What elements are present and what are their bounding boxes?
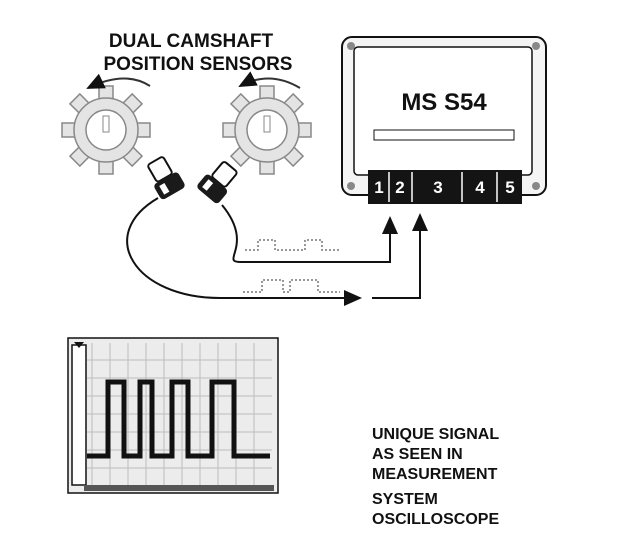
oscilloscope-display	[67, 337, 279, 494]
caption-line-5: OSCILLOSCOPE	[372, 511, 499, 528]
pin-2-label: 2	[395, 178, 404, 197]
module-name: MS S54	[401, 89, 487, 116]
upper-signal-trace	[245, 239, 340, 251]
caption-line-3: MEASUREMENT	[372, 466, 498, 483]
ms-s54-module: MS S54	[341, 36, 547, 196]
lower-signal-trace	[243, 279, 340, 293]
oscilloscope-grid	[87, 343, 272, 485]
caption-line-4: SYSTEM	[372, 491, 438, 508]
oscilloscope-caption: UNIQUE SIGNAL AS SEEN IN MEASUREMENT SYS…	[372, 426, 499, 528]
pin-3-label: 3	[433, 178, 442, 197]
left-camshaft-wheel	[61, 73, 151, 175]
left-sensor-wire-to-pin-2	[372, 213, 428, 299]
right-position-sensor	[197, 161, 238, 204]
right-camshaft-wheel	[222, 71, 312, 175]
sensors-title-line-2: POSITION SENSORS	[104, 54, 293, 75]
sensors-title: DUAL CAMSHAFT POSITION SENSORS	[104, 31, 293, 75]
caption-line-1: UNIQUE SIGNAL	[372, 426, 499, 443]
module-connector: 1 2 3 4 5	[368, 170, 522, 204]
signal-waveforms	[243, 239, 340, 293]
sensors-title-line-1: DUAL CAMSHAFT	[109, 31, 274, 52]
left-position-sensor	[147, 156, 185, 200]
caption-line-2: AS SEEN IN	[372, 446, 463, 463]
pin-4-label: 4	[475, 178, 485, 197]
pin-1-label: 1	[374, 178, 383, 197]
left-sensor-wire	[126, 197, 362, 306]
pin-5-label: 5	[505, 178, 514, 197]
oscilloscope-trace	[87, 379, 270, 459]
right-sensor-wire	[221, 204, 398, 263]
sensor-wiring	[126, 197, 428, 306]
